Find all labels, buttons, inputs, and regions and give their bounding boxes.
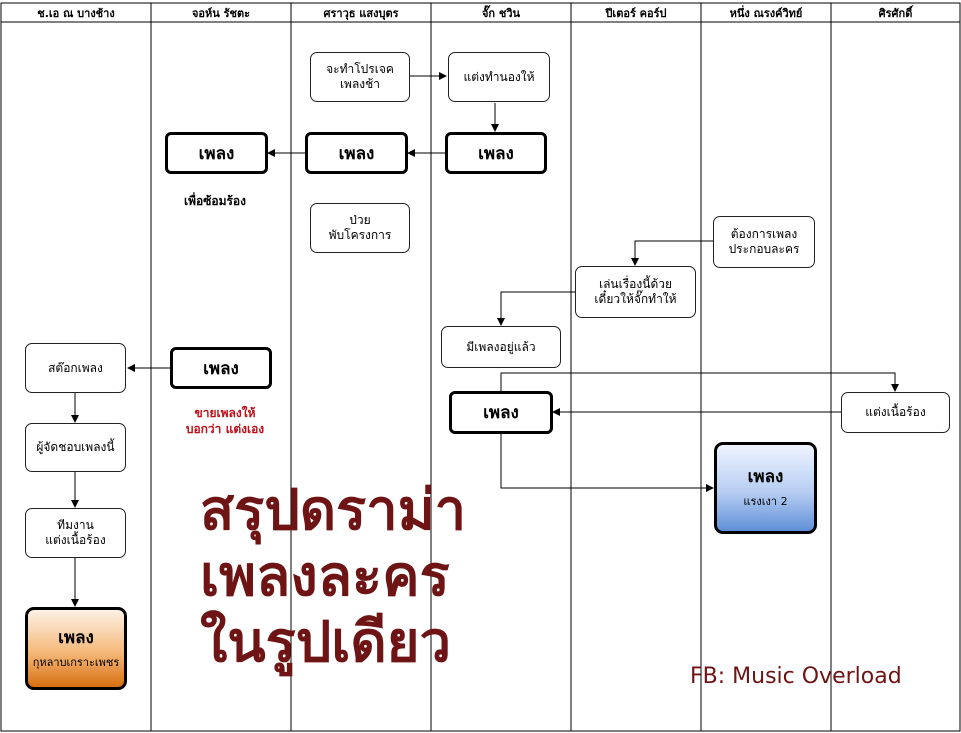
node-play-story: เล่นเรื่องนี้ด้วย เดี๋ยวให้จั๊กทำให้ (575, 266, 696, 318)
node-have-song: มีเพลงอยู่แล้ว (441, 326, 561, 368)
final-song-orange-subtitle: กุหลาบเกราะเพชร (32, 655, 120, 669)
note-sell-song: ขายเพลงให้ บอกว่า แต่งเอง (185, 406, 265, 436)
song-box-sarawut: เพลง (305, 132, 408, 174)
arrow-song-to-lyrics (500, 372, 899, 392)
final-song-orange-title: เพลง (58, 627, 94, 648)
arrow-want-to-story (631, 240, 713, 266)
final-song-blue-subtitle: แรงเงา 2 (743, 495, 788, 508)
note-for-rehearsal: เพื่อซ้อมร้อง (184, 194, 246, 208)
arrow-story-to-have (497, 291, 575, 326)
arrow-song-to-final-blue (500, 434, 714, 492)
node-compose: แต่งทำนองให้ (448, 52, 550, 102)
headline: สรุปดราม่า เพลงละคร ในรูปเดียว (200, 478, 467, 675)
lane-header-sarawut: ศราวุธ แสงบุตร (323, 6, 399, 20)
credit: FB: Music Overload (690, 664, 902, 689)
final-song-blue: เพลง แรงเงา 2 (714, 442, 817, 534)
song-box-john-sell: เพลง (170, 347, 272, 389)
final-song-orange: เพลง กุหลาบเกราะเพชร (25, 607, 127, 690)
node-want-song: ต้องการเพลง ประกอบละคร (713, 216, 815, 268)
node-producer: ผู้จัดชอบเพลงนี้ (25, 423, 126, 472)
lane-header-sirasak: ศิรศักดิ์ (878, 6, 913, 20)
lane-header-peter: ปีเตอร์ คอร์ป (605, 6, 667, 20)
song-box-jack: เพลง (445, 132, 547, 174)
node-sick: ป่วย พับโครงการ (310, 203, 410, 253)
node-lyrics: แต่งเนื้อร้อง (841, 392, 950, 433)
lane-header-jack: จั๊ก ชวิน (481, 6, 521, 20)
node-stock: สต๊อกเพลง (25, 343, 126, 393)
lane-header-neung: หนึ่ง ณรงค์วิทย์ (729, 6, 803, 20)
final-song-blue-title: เพลง (747, 467, 784, 487)
song-box-john: เพลง (165, 132, 268, 174)
node-team: ทีมงาน แต่งเนื้อร้อง (25, 508, 126, 558)
song-box-jack-lyrics: เพลง (449, 391, 553, 434)
lane-header-john: จอห์น รัชตะ (191, 6, 251, 20)
lane-header-cho-ae: ช.เอ ณ บางช้าง (37, 6, 115, 20)
node-project: จะทำโปรเจค เพลงช้า (310, 52, 410, 102)
